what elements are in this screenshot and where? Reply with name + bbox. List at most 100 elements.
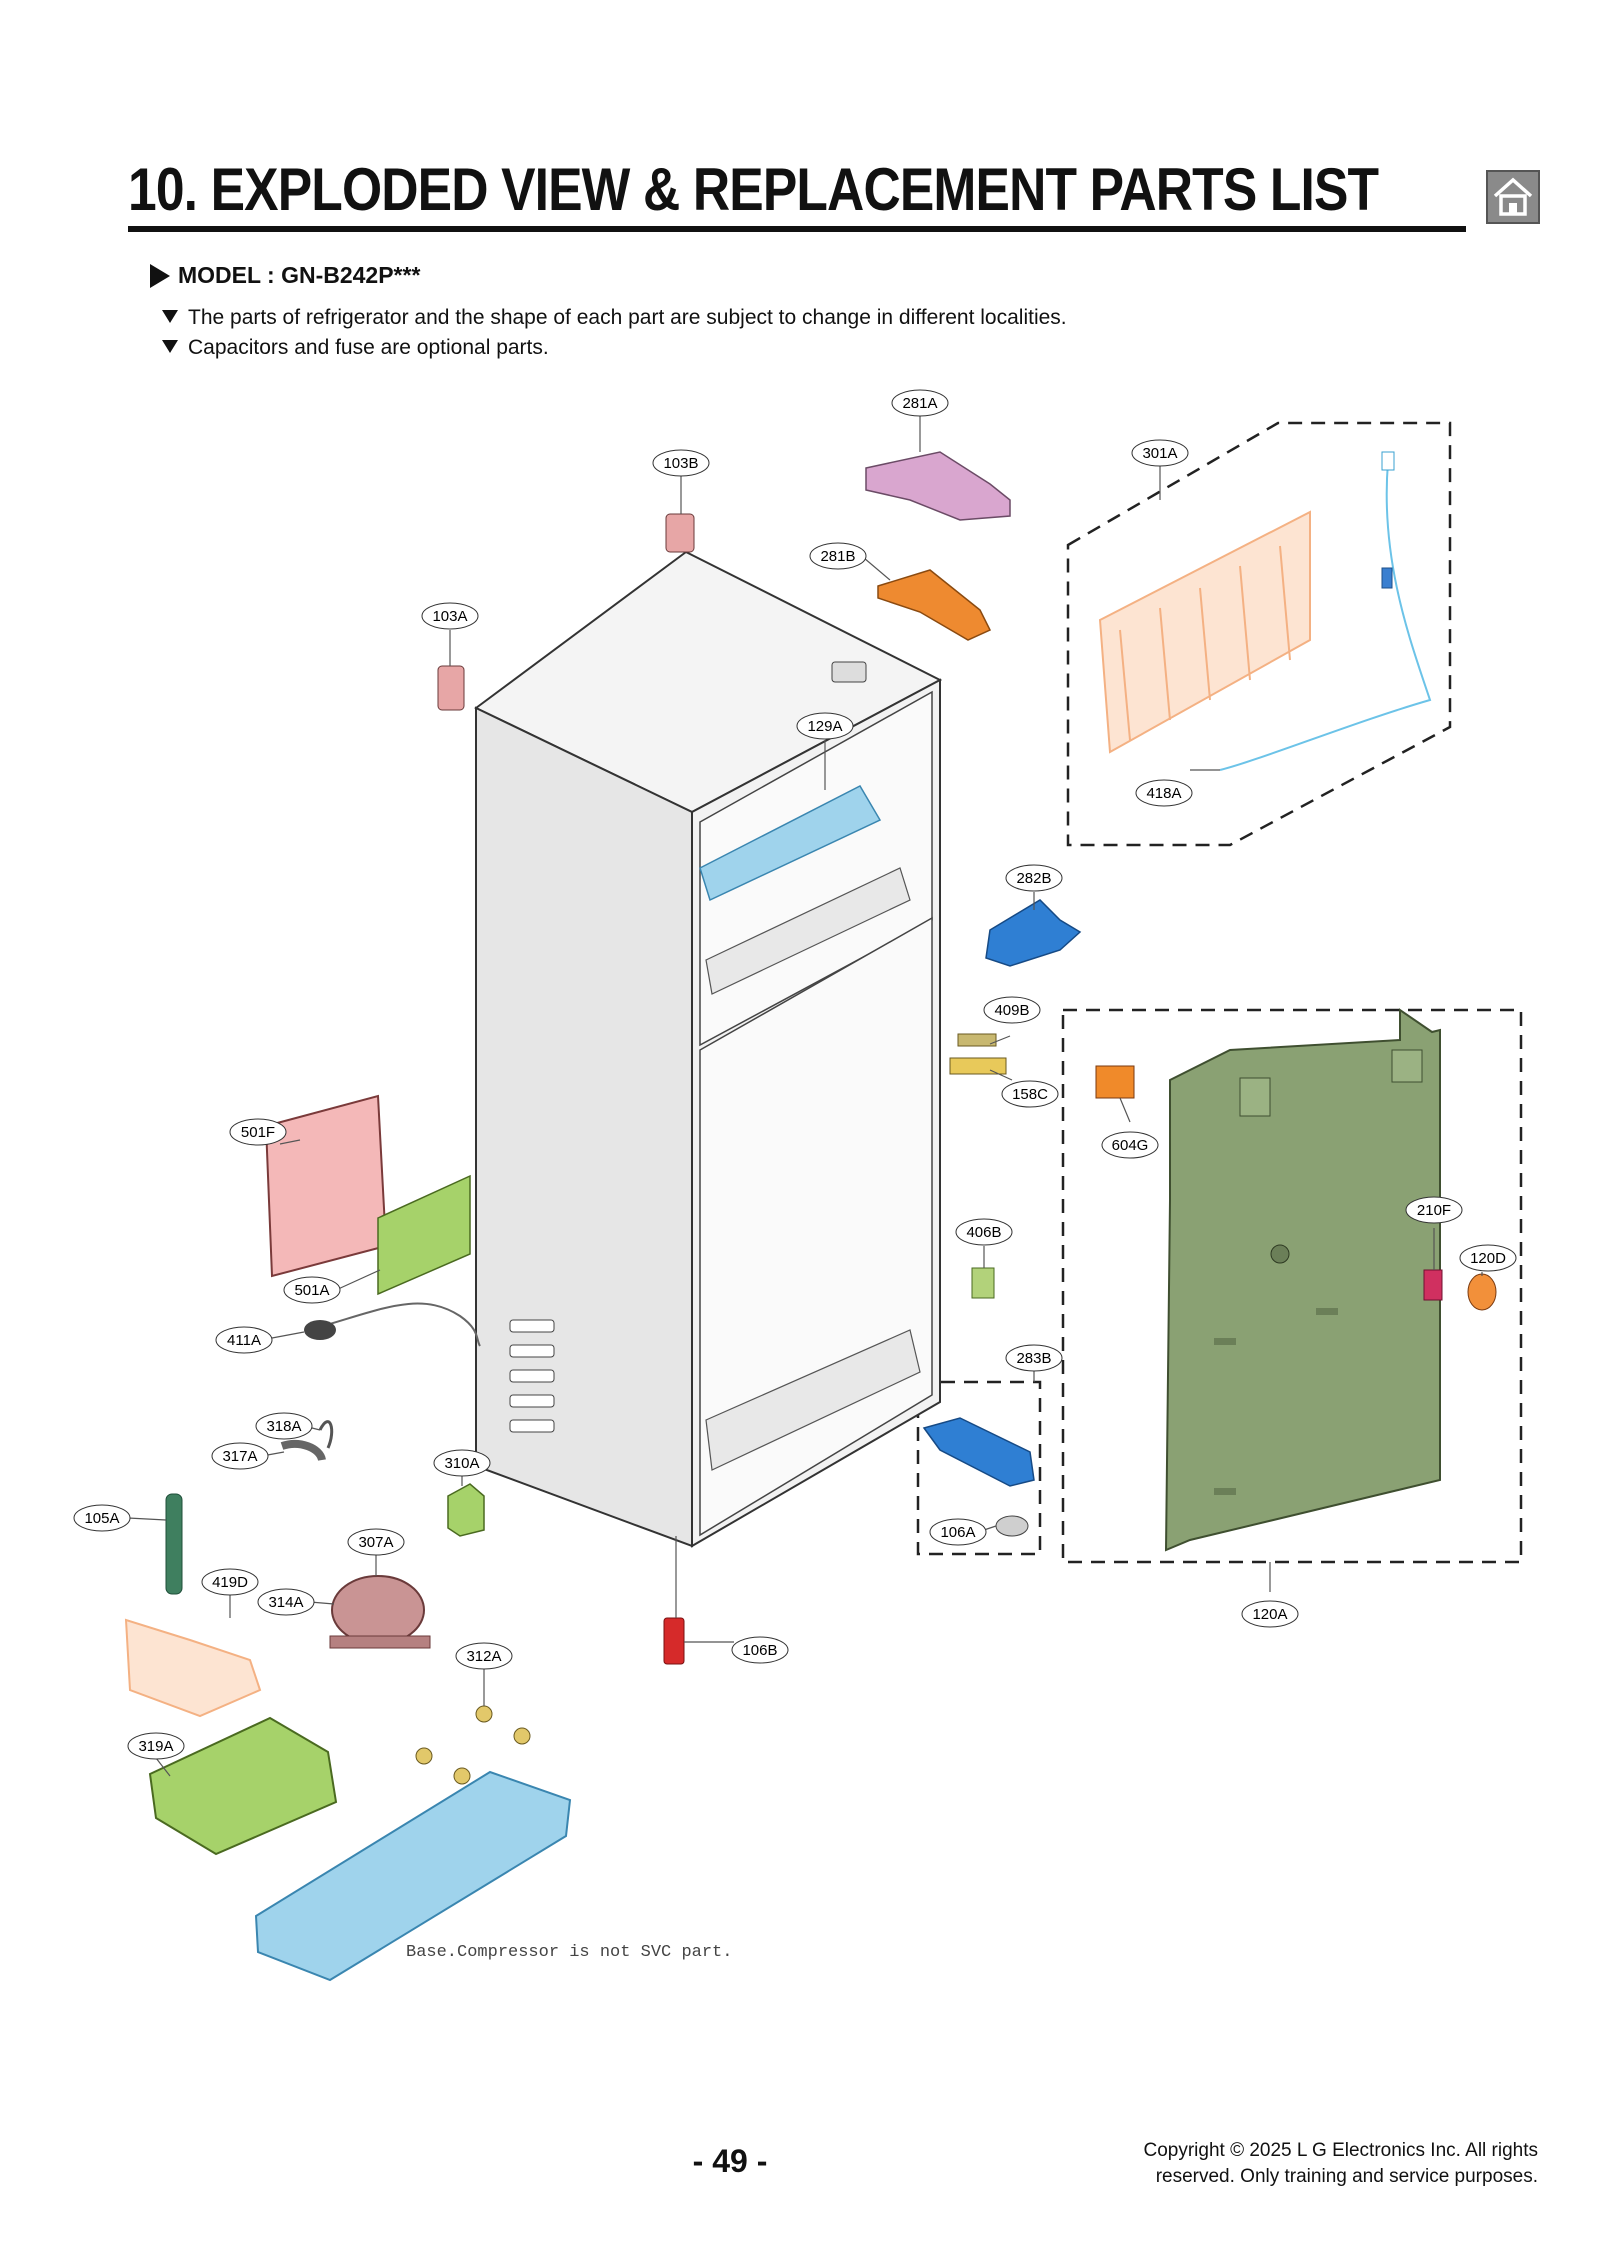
part-307a-base — [329, 1635, 431, 1649]
part-label-301a: 301A — [1131, 439, 1189, 467]
svg-text:419D: 419D — [212, 1574, 248, 1591]
part-label-105a: 105A — [73, 1504, 131, 1532]
part-312a-grommet — [415, 1747, 433, 1765]
part-604g-shape — [1095, 1065, 1135, 1099]
part-312a-grommet — [513, 1727, 531, 1745]
part-281b-shape — [877, 569, 992, 641]
svg-text:282B: 282B — [1016, 870, 1051, 887]
part-210f-shape — [1423, 1269, 1443, 1301]
part-label-318a: 318A — [255, 1412, 313, 1440]
part-label-418a: 418A — [1135, 779, 1193, 807]
part-318a-shape — [318, 1420, 334, 1449]
svg-text:501F: 501F — [241, 1124, 275, 1141]
base-compressor-note: Base.Compressor is not SVC part. — [406, 1943, 732, 1962]
svg-text:409B: 409B — [994, 1002, 1029, 1019]
model-heading: MODEL : GN-B242P*** — [150, 262, 420, 289]
part-label-282b: 282B — [1005, 864, 1063, 892]
svg-text:281B: 281B — [820, 548, 855, 565]
copyright-line: reserved. Only training and service purp… — [1155, 2166, 1538, 2187]
part-106b-foot — [663, 1617, 685, 1665]
svg-text:103A: 103A — [432, 608, 467, 625]
part-label-319a: 319A — [127, 1732, 185, 1760]
svg-text:210F: 210F — [1417, 1202, 1451, 1219]
part-501a-shape — [377, 1174, 471, 1296]
svg-text:501A: 501A — [294, 1282, 329, 1299]
home-button[interactable] — [1486, 170, 1540, 224]
refrigerator-cabinet — [474, 550, 943, 1548]
part-label-103b: 103B — [652, 449, 710, 477]
svg-text:129A: 129A — [807, 718, 842, 735]
triangle-right-icon — [150, 264, 170, 288]
part-label-409b: 409B — [983, 996, 1041, 1024]
part-top-sensor-shape — [831, 661, 867, 683]
part-105a-shape — [165, 1493, 183, 1595]
svg-text:103B: 103B — [663, 455, 698, 472]
note-text: Capacitors and fuse are optional parts. — [188, 336, 549, 359]
note-text: The parts of refrigerator and the shape … — [188, 306, 1067, 329]
svg-text:105A: 105A — [84, 1510, 119, 1527]
svg-text:318A: 318A — [266, 1418, 301, 1435]
model-text: MODEL : GN-B242P*** — [178, 262, 421, 288]
part-409b-shape — [957, 1033, 997, 1047]
svg-text:307A: 307A — [358, 1534, 393, 1551]
part-label-604g: 604G — [1101, 1131, 1159, 1159]
svg-text:106A: 106A — [940, 1524, 975, 1541]
part-106a-shape — [995, 1515, 1029, 1537]
page-title: 10. EXPLODED VIEW & REPLACEMENT PARTS LI… — [128, 156, 1379, 223]
part-label-411a: 411A — [215, 1326, 273, 1354]
part-label-281b: 281B — [809, 542, 867, 570]
svg-text:312A: 312A — [466, 1648, 501, 1665]
part-label-106a: 106A — [929, 1518, 987, 1546]
part-282b-hinge — [985, 899, 1082, 967]
part-label-120d: 120D — [1459, 1244, 1517, 1272]
evaporator-group-frame — [1066, 421, 1452, 847]
triangle-down-icon — [162, 340, 178, 353]
base-plate — [254, 1770, 572, 1982]
svg-text:158C: 158C — [1012, 1086, 1048, 1103]
part-label-129a: 129A — [796, 712, 854, 740]
home-icon — [1493, 177, 1533, 216]
svg-text:281A: 281A — [902, 395, 937, 412]
part-label-307a: 307A — [347, 1528, 405, 1556]
part-419d-shape — [124, 1618, 262, 1718]
part-281a-shape — [865, 451, 1011, 521]
part-283b-hinge — [922, 1417, 1035, 1487]
part-label-314a: 314A — [257, 1588, 315, 1616]
part-label-310a: 310A — [433, 1449, 491, 1477]
svg-text:314A: 314A — [268, 1594, 303, 1611]
part-label-106b: 106B — [731, 1636, 789, 1664]
part-label-210f: 210F — [1405, 1196, 1463, 1224]
part-label-317a: 317A — [211, 1442, 269, 1470]
hinge-group-frame — [916, 1380, 1042, 1556]
part-120d-shape — [1467, 1273, 1497, 1311]
part-411a-plug — [304, 1320, 336, 1340]
leader-lines — [127, 416, 1483, 1777]
note-item: Capacitors and fuse are optional parts. — [162, 336, 549, 360]
svg-text:106B: 106B — [742, 1642, 777, 1659]
part-317a-shape — [280, 1439, 326, 1462]
part-label-406b: 406B — [955, 1218, 1013, 1246]
part-406b-shape — [971, 1267, 995, 1299]
copyright-line: Copyright © 2025 L G Electronics Inc. Al… — [1143, 2140, 1538, 2161]
triangle-down-icon — [162, 310, 178, 323]
svg-text:120D: 120D — [1470, 1250, 1506, 1267]
part-411a-cord — [315, 1302, 481, 1347]
part-label-419d: 419D — [201, 1568, 259, 1596]
part-319a-tray — [148, 1716, 338, 1856]
svg-text:406B: 406B — [966, 1224, 1001, 1241]
part-label-158c: 158C — [1001, 1080, 1059, 1108]
copyright-notice: Copyright © 2025 L G Electronics Inc. Al… — [1018, 2138, 1538, 2190]
part-label-120a: 120A — [1241, 1600, 1299, 1628]
part-103a-shape — [437, 665, 465, 711]
part-103b-shape — [665, 513, 695, 553]
part-120a-cover — [1164, 1008, 1441, 1552]
note-item: The parts of refrigerator and the shape … — [162, 306, 1067, 330]
part-label-103a: 103A — [421, 602, 479, 630]
part-307a-compressor — [331, 1575, 425, 1645]
part-label-283b: 283B — [1005, 1344, 1063, 1372]
part-301a-evaporator — [1098, 451, 1432, 771]
svg-text:301A: 301A — [1142, 445, 1177, 462]
title-underline — [128, 226, 1466, 232]
svg-text:319A: 319A — [138, 1738, 173, 1755]
